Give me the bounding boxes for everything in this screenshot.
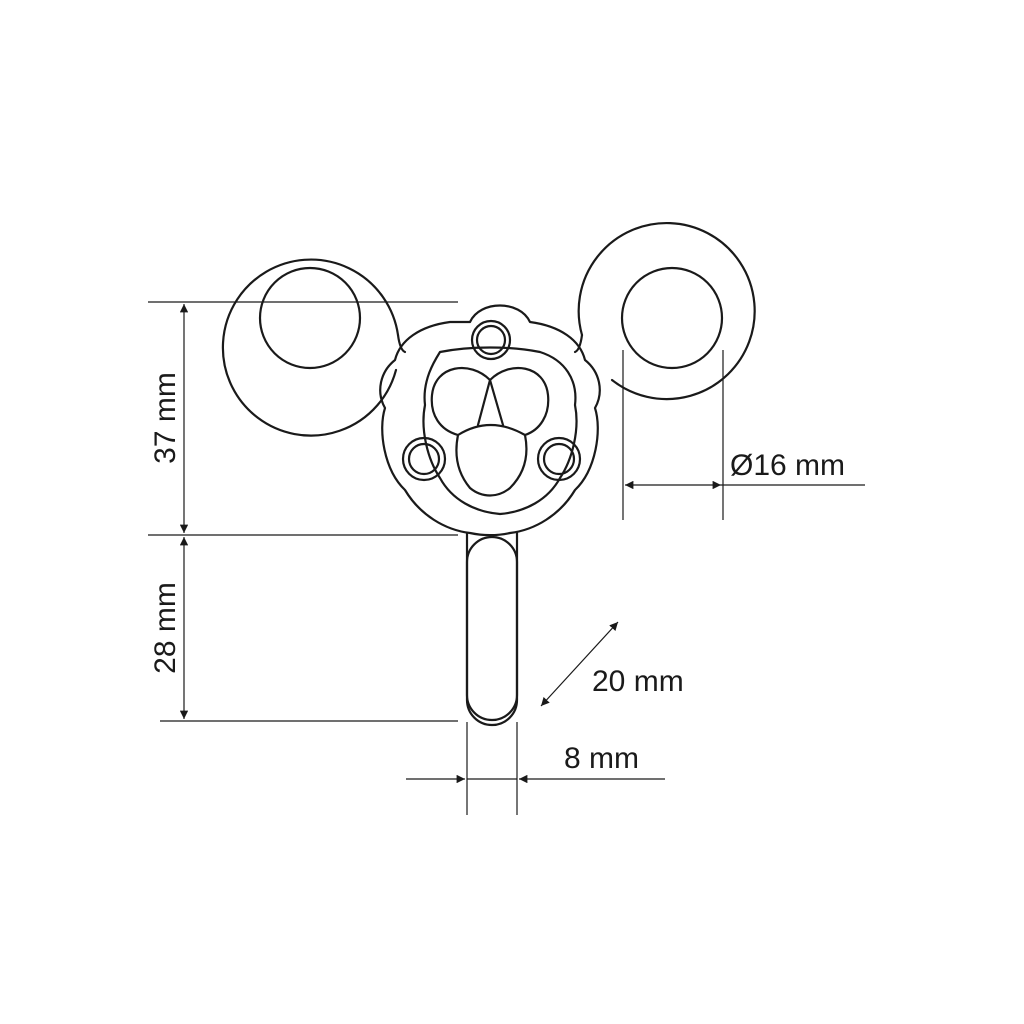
label-37mm: 37 mm [149,372,182,464]
left-ear-ring [221,258,400,437]
dimension-8mm: 8 mm [406,722,665,815]
label-20mm: 20 mm [592,665,684,698]
dimension-37mm: 37 mm [148,301,458,536]
label-28mm: 28 mm [149,582,182,674]
dimension-20mm: 20 mm [540,621,684,707]
dimension-28mm: 28 mm [149,537,458,722]
bottom-bar [465,531,519,727]
label-diameter-16mm: Ø16 mm [730,449,845,482]
dimension-diameter-16mm: Ø16 mm [622,350,865,520]
right-ear-ring [577,221,756,401]
central-plate [379,304,601,537]
label-8mm: 8 mm [564,742,639,775]
